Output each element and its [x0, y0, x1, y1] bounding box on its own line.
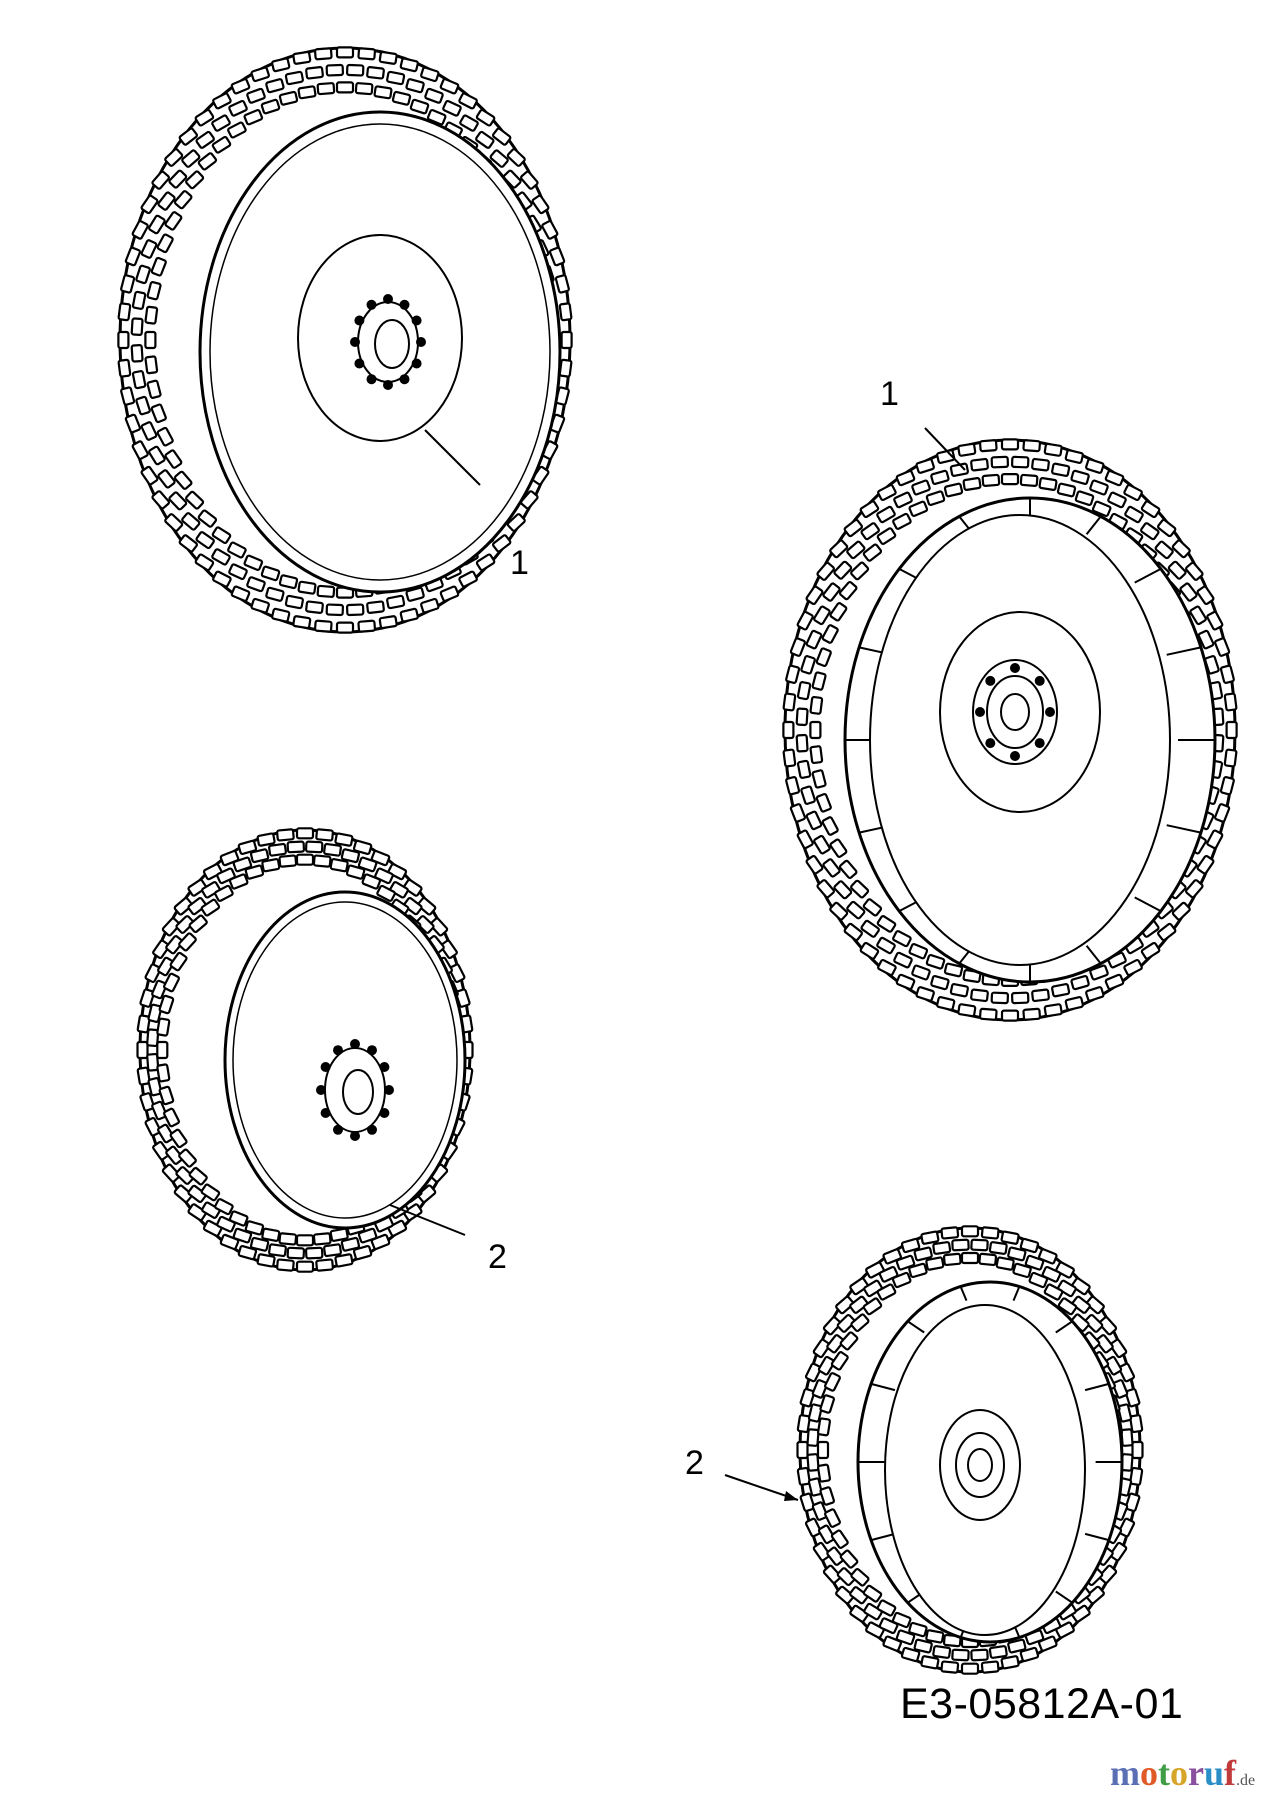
wheel-top-left [117, 46, 573, 634]
callout-wheel-bottom-left: 2 [488, 1238, 507, 1276]
leader-lines [389, 427, 966, 1501]
wheel-bottom-left [136, 827, 474, 1273]
wheel-bottom-right [796, 1225, 1144, 1675]
callout-wheel-top-right: 1 [880, 375, 899, 413]
callout-wheel-top-left: 1 [510, 544, 529, 582]
wheel-top-right [782, 438, 1238, 1022]
drawing-number: E3-05812A-01 [900, 1680, 1184, 1728]
motoruf-watermark-logo: motoruf.de [1110, 1753, 1256, 1793]
callout-wheel-bottom-right: 2 [685, 1444, 704, 1482]
watermark-suffix: .de [1236, 1772, 1256, 1789]
